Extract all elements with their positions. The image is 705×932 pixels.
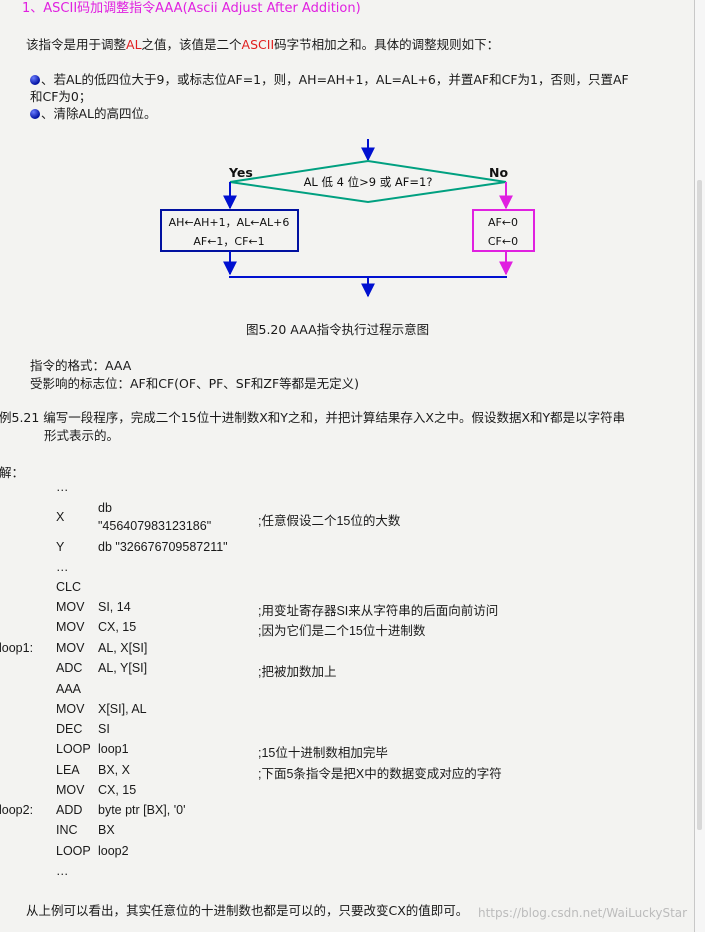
decision-condition: AL 低 4 位>9 或 AF=1? [304,175,433,189]
code-label: loop2: [0,803,34,817]
code-operands: byte ptr [BX], '0' [98,803,186,817]
code-opcode: LOOP [56,844,91,858]
code-opcode: … [56,480,69,494]
affected-flags: 受影响的标志位：AF和CF(OF、PF、SF和ZF等都是无定义) [30,376,360,391]
no-action-line-2: CF←0 [488,235,518,248]
rule-1-text: 、若AL的低四位大于9，或标志位AF=1，则，AH=AH+1，AL=AL+6，并… [41,72,629,87]
code-comment: ;把被加数加上 [258,665,337,679]
code-opcode: … [56,864,69,878]
intro-part-e: 码字节相加之和。具体的调整规则如下： [274,37,500,52]
intro-part-a: 该指令是用于调整 [26,37,127,52]
no-action-box [472,209,535,252]
code-opcode: X [56,510,65,524]
intro-paragraph: 该指令是用于调整AL之值，该值是二个ASCII码字节相加之和。具体的调整规则如下… [26,34,499,53]
intro-al-highlight: AL [126,37,142,52]
code-comment: ;任意假设二个15位的大数 [258,514,401,528]
code-operands: loop2 [98,844,129,858]
code-opcode: MOV [56,620,85,634]
scrollbar-thumb[interactable] [697,180,702,830]
bullet-icon [30,109,40,119]
code-operands: SI [98,722,110,736]
rule-2-text: 、清除AL的高四位。 [41,106,157,121]
rule-1-line-1: 、若AL的低四位大于9，或标志位AF=1，则，AH=AH+1，AL=AL+6，并… [30,69,629,88]
code-comment: ;下面5条指令是把X中的数据变成对应的字符 [258,767,502,781]
code-operands: CX, 15 [98,783,137,797]
yes-action-line-2: AF←1，CF←1 [193,235,264,248]
conclusion-text: 从上例可以看出，其实任意位的十进制数也都是可以的，只要改变CX的值即可。 [26,903,469,918]
code-operands: AL, X[SI] [98,641,148,655]
code-operands: SI, 14 [98,600,131,614]
intro-ascii-highlight: ASCII [241,37,275,52]
code-label: loop1: [0,641,34,655]
code-opcode: Y [56,540,65,554]
code-operands: AL, Y[SI] [98,661,148,675]
code-operands: BX, X [98,763,130,777]
code-opcode: CLC [56,580,82,594]
code-opcode: MOV [56,641,85,655]
yes-label: Yes [228,165,253,180]
section-heading: 1、ASCII码加调整指令AAA(Ascii Adjust After Addi… [22,1,361,16]
example-line-2: 形式表示的。 [44,428,120,443]
code-comment: ;因为它们是二个15位十进制数 [258,624,426,638]
code-opcode: ADC [56,661,83,675]
code-opcode: LEA [56,763,80,777]
code-opcode: ADD [56,803,83,817]
code-operands: db "326676709587211" [98,540,228,554]
example-line-1: 例5.21 编写一段程序，完成二个15位十进制数X和Y之和，并把计算结果存入X之… [0,410,626,425]
rule-2: 、清除AL的高四位。 [30,103,157,122]
code-comment: ;用变址寄存器SI来从字符串的后面向前访问 [258,604,499,618]
code-opcode: MOV [56,702,85,716]
code-operands: db [98,501,112,515]
code-opcode: DEC [56,722,83,736]
yes-action-line-1: AH←AH+1，AL←AL+6 [169,216,290,229]
code-operands: BX [98,823,115,837]
no-action-line-1: AF←0 [488,216,518,229]
code-opcode: … [56,560,69,574]
instruction-format: 指令的格式：AAA [30,358,132,373]
vertical-scrollbar[interactable] [694,0,705,932]
code-operands: X[SI], AL [98,702,147,716]
intro-part-c: 之值，该值是二个 [141,37,242,52]
code-operands: loop1 [98,742,129,756]
code-opcode: INC [56,823,78,837]
solution-label: 解： [0,465,25,480]
bullet-icon [30,75,40,85]
code-operands: "456407983123186" [98,519,212,533]
watermark: https://blog.csdn.net/WaiLuckyStar [478,906,688,920]
code-operands: CX, 15 [98,620,137,634]
no-label: No [489,165,508,180]
rule-1-line-2: 和CF为0； [30,89,92,104]
code-opcode: AAA [56,682,82,696]
code-opcode: LOOP [56,742,91,756]
aaa-flowchart: AL 低 4 位>9 或 AF=1? Yes No AH←AH+1，AL←AL+… [160,139,535,298]
code-comment: ;15位十进制数相加完毕 [258,746,388,760]
figure-caption: 图5.20 AAA指令执行过程示意图 [246,322,430,337]
code-opcode: MOV [56,783,85,797]
code-opcode: MOV [56,600,85,614]
